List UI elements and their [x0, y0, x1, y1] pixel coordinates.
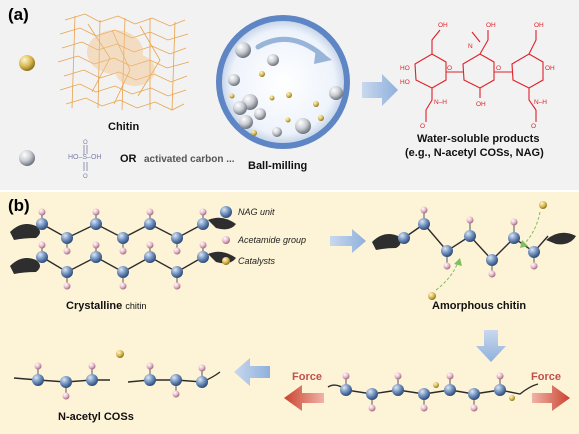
svg-text:HO: HO — [400, 79, 410, 86]
sulfuric-acid-formula: HO–S–OH — [68, 154, 102, 161]
panel-b-background — [0, 192, 579, 434]
svg-text:N–H: N–H — [434, 99, 447, 106]
ball-milling-label: Ball-milling — [248, 160, 308, 172]
chitin-fibril-shading — [87, 30, 155, 86]
svg-text:OH: OH — [486, 22, 496, 29]
catalyst-ball-silver — [19, 150, 35, 166]
process-arrow-b2 — [476, 330, 506, 362]
svg-text:O: O — [83, 140, 88, 146]
amorphous-nag-units — [398, 218, 540, 266]
chitin-label: Chitin — [108, 121, 140, 133]
svg-text:N: N — [468, 43, 473, 50]
stretched-chain — [327, 383, 539, 395]
process-arrow-a — [362, 74, 398, 106]
crystalline-label-part2: chitin — [125, 301, 147, 311]
panel-a-label: (a) — [8, 5, 29, 24]
svg-text:OH: OH — [545, 65, 555, 72]
stretched-nag-units — [340, 382, 515, 401]
panel-b-label: (b) — [8, 196, 30, 215]
milling-balls — [228, 42, 343, 137]
crystalline-chitin-label: Crystalline chitin — [66, 300, 146, 312]
force-arrow-left — [284, 385, 324, 411]
crystalline-nag-units — [36, 218, 209, 278]
cos-structure — [414, 29, 544, 122]
svg-text:OH: OH — [534, 22, 544, 29]
amorphous-catalysts — [428, 201, 547, 300]
force-arrow-right — [532, 385, 570, 411]
products-label-line1: Water-soluble products — [417, 133, 540, 145]
svg-text:O: O — [531, 123, 536, 130]
svg-text:O: O — [420, 123, 425, 130]
products-label-line2: (e.g., N-acetyl COSs, NAG) — [405, 147, 544, 159]
svg-text:OH: OH — [438, 22, 448, 29]
svg-text:HO: HO — [400, 65, 410, 72]
legend-catalysts: Catalysts — [238, 256, 276, 266]
process-arrow-b3 — [234, 358, 270, 386]
cos-structure-atoms: OH HO HO O N–H OH N O OH OH OH N–H O O — [400, 22, 555, 130]
catalyst-ball-gold — [19, 55, 35, 71]
legend-icons — [220, 206, 232, 265]
legend-nag-unit: NAG unit — [238, 207, 275, 217]
cos-fragments-nag-units — [32, 350, 208, 388]
amorphous-chitin-label: Amorphous chitin — [432, 300, 527, 312]
svg-text:N–H: N–H — [534, 99, 547, 106]
activated-carbon-label: activated carbon ... — [144, 154, 235, 165]
crystalline-label-part1: Crystalline — [66, 300, 123, 312]
chitin-network-illustration — [57, 13, 190, 111]
force-label-left: Force — [292, 371, 322, 383]
svg-text:O: O — [447, 65, 452, 72]
sulfuric-acid-structure — [83, 145, 88, 171]
cos-fragments-chains — [13, 371, 221, 383]
svg-text:OH: OH — [476, 101, 486, 108]
n-acetyl-coss-label: N-acetyl COSs — [58, 411, 134, 423]
amorphous-chitin-tails — [372, 232, 576, 250]
svg-text:O: O — [83, 174, 88, 180]
or-label: OR — [120, 153, 137, 165]
legend-acetamide-group: Acetamide group — [238, 235, 307, 245]
process-arrow-b1 — [330, 229, 366, 253]
sulfuric-acid-atoms: O O — [83, 140, 88, 180]
crystalline-chitin-tails — [10, 217, 236, 274]
force-label-right: Force — [531, 371, 561, 383]
svg-text:O: O — [496, 65, 501, 72]
